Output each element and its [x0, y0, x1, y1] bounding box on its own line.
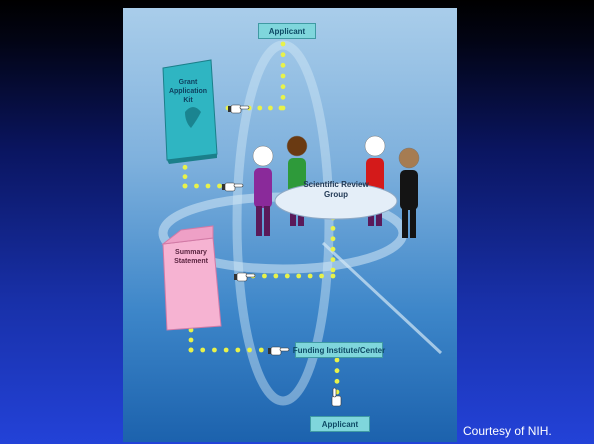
connector-dot: [296, 273, 302, 279]
pointing-hand-icon: [234, 272, 256, 282]
connector-dot: [280, 73, 286, 79]
connector-dot: [334, 378, 340, 384]
connector-dot: [194, 183, 199, 189]
connector-dot: [334, 357, 340, 363]
summary-statement-icon: [161, 225, 222, 331]
connector-dot: [273, 273, 279, 279]
connector-dot: [330, 246, 336, 252]
connector-dot: [262, 273, 267, 279]
summary-statement-label: Summary Statement: [174, 249, 208, 265]
applicant-bottom-label: Applicant: [310, 416, 370, 432]
connector-dot: [284, 273, 290, 279]
review-person: [252, 145, 274, 236]
connector-dot: [280, 94, 286, 100]
applicant-top-label: Applicant: [258, 23, 316, 39]
funding-center-label: Funding Institute/Center: [293, 342, 385, 358]
connector-dot: [247, 347, 252, 353]
connector-dot: [319, 273, 324, 279]
connector-dot: [268, 105, 273, 111]
pointing-hand-icon: [228, 104, 250, 114]
connector-dot: [257, 105, 263, 111]
pointing-hand-icon: [331, 387, 342, 407]
connector-dot: [334, 368, 340, 374]
connector-dot: [200, 347, 206, 353]
grant-kit-label: Grant Application Kit: [168, 79, 208, 104]
pointing-hand-icon: [268, 346, 290, 356]
connector-dot: [278, 105, 284, 111]
connector-dot: [330, 267, 336, 273]
pointing-hands: [222, 104, 342, 407]
connector-dot: [212, 347, 217, 353]
pointing-hand-icon: [222, 182, 244, 192]
connector-dot: [258, 347, 264, 353]
connector-dot: [280, 52, 286, 58]
connector-dot: [235, 347, 241, 353]
connector-dot: [223, 347, 229, 353]
connector-dot: [330, 236, 336, 242]
review-table: [274, 182, 398, 220]
review-person: [398, 147, 420, 238]
connector-dot: [280, 84, 286, 90]
connector-dot: [307, 273, 313, 279]
connector-dot: [330, 226, 336, 231]
connector-dot: [182, 183, 188, 189]
connector-dot: [182, 174, 188, 180]
credit-text: Courtesy of NIH.: [463, 424, 552, 438]
connector-dot: [205, 183, 211, 189]
review-group-label: Scientific Review Group: [303, 180, 369, 199]
grant-kit-book-icon: [162, 59, 218, 164]
connector-dot: [217, 183, 222, 189]
review-process-diagram: [158, 40, 443, 407]
connector-dot: [182, 164, 188, 170]
connector-dot: [188, 347, 194, 353]
connector-dot: [188, 337, 194, 343]
orbit-axis-line: [321, 241, 443, 355]
connector-dot: [330, 257, 336, 262]
connector-dot: [280, 41, 286, 47]
connector-dot: [280, 62, 286, 68]
connector-dot: [330, 273, 336, 279]
diagram-panel: Applicant Grant Application Kit Scientif…: [123, 8, 457, 442]
